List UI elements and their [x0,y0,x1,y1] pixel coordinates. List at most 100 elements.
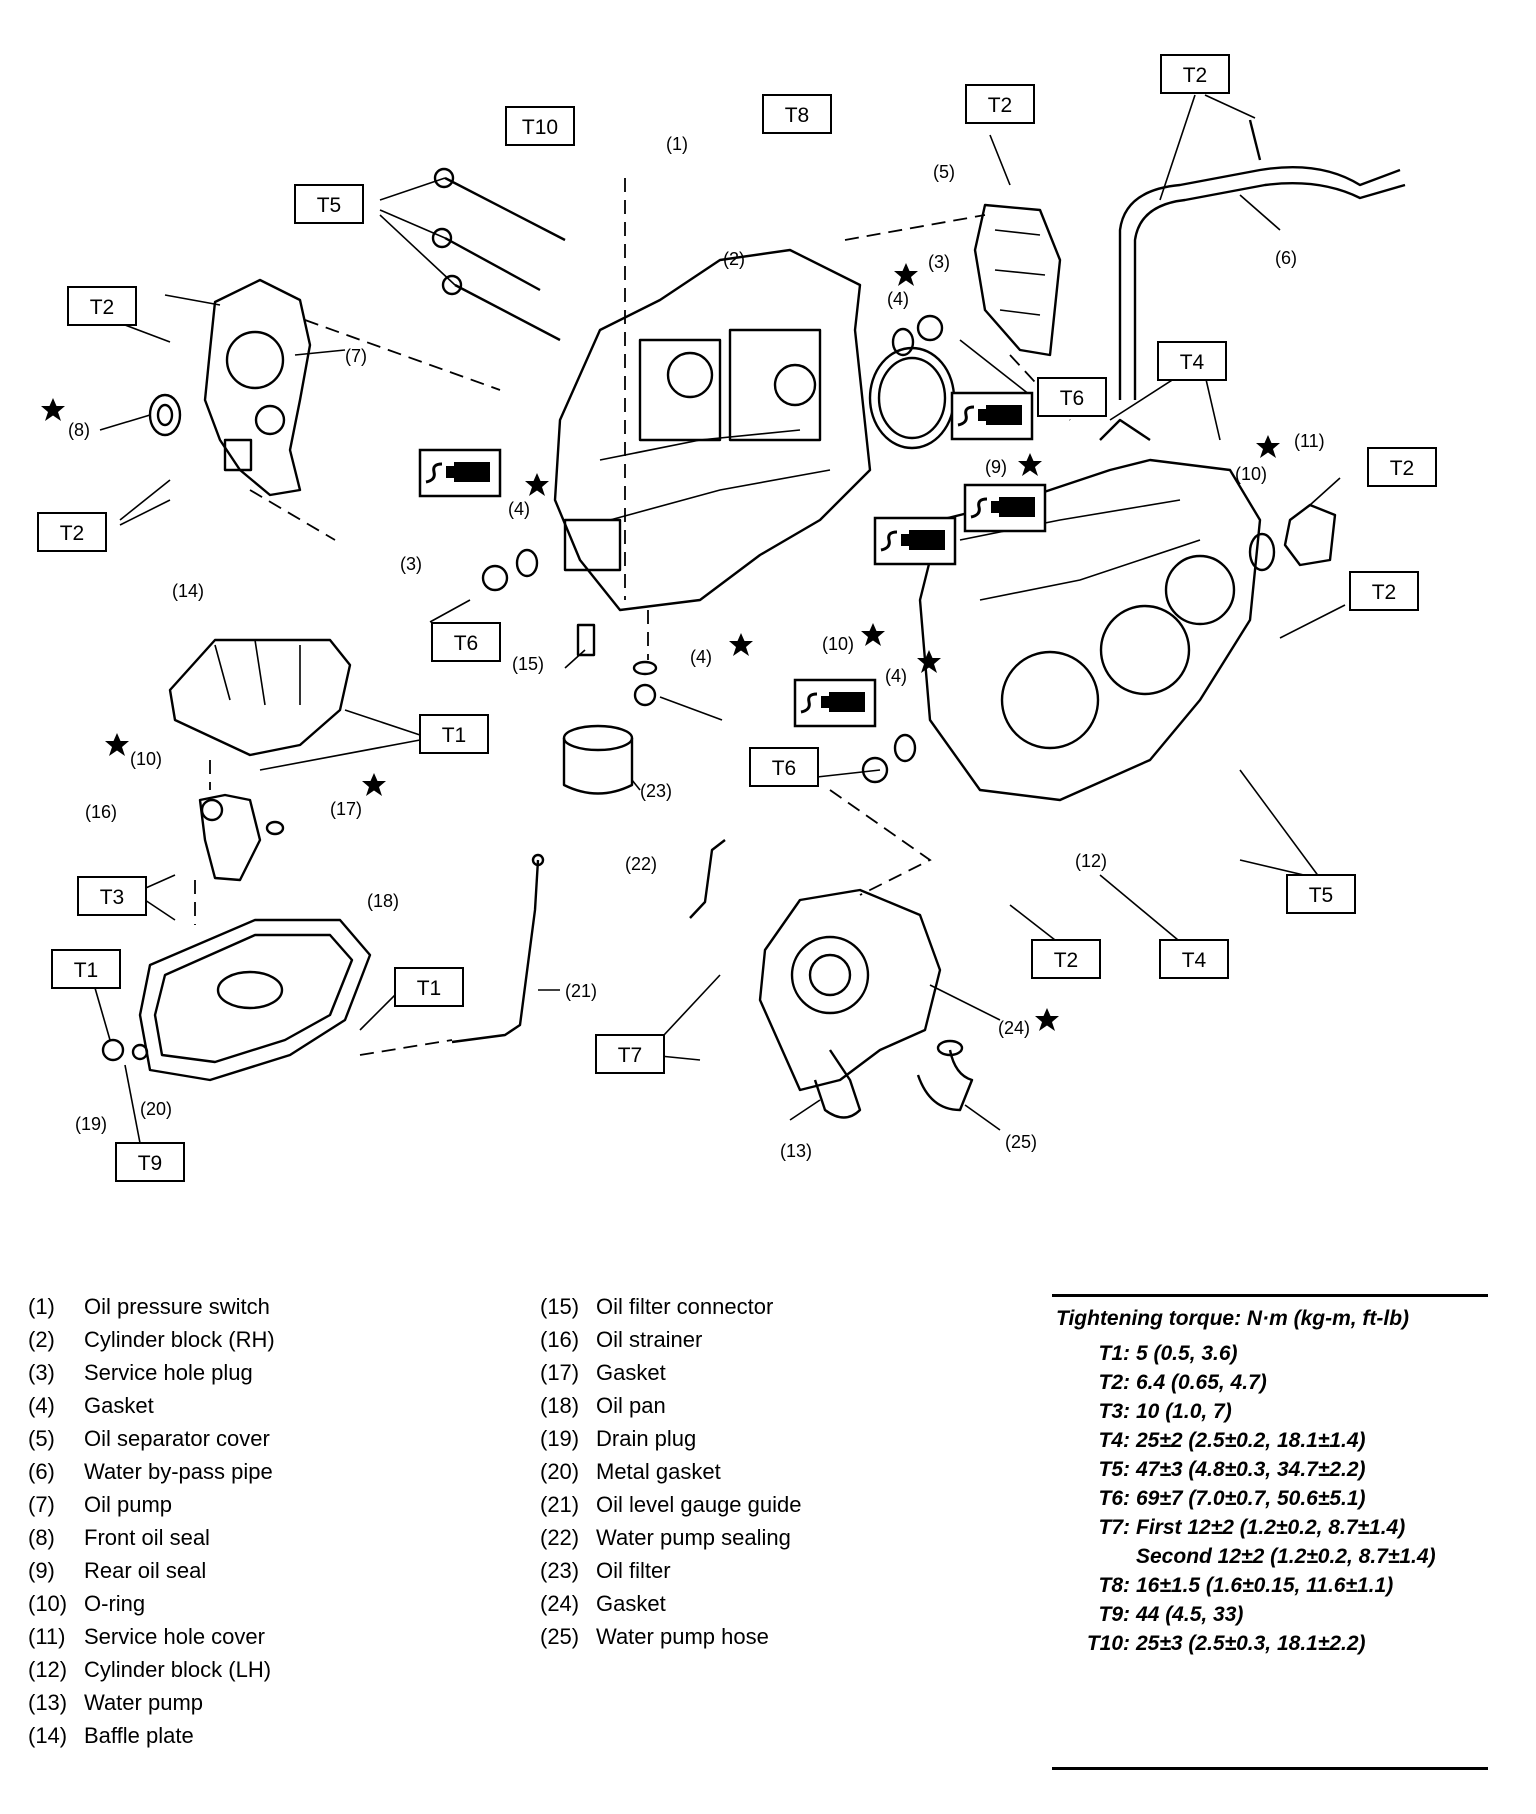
legend-item: (3)Service hole plug [28,1360,253,1385]
legend-item: (13)Water pump [28,1690,204,1715]
legend-item: (2)Cylinder block (RH) [28,1327,275,1352]
assembly-lines [194,178,1071,1056]
callout-17: (17) [330,799,362,819]
legend-item: (20)Metal gasket [540,1459,721,1484]
torque-row: T9:44 (4.5, 33) [1098,1603,1244,1626]
callout-5: (5) [933,162,955,182]
tag-t2-bottom: T2 [1054,949,1079,972]
legend-item: (9)Rear oil seal [28,1558,207,1583]
legend-item: (15)Oil filter connector [540,1294,774,1319]
legend-item: (16)Oil strainer [540,1327,703,1352]
sealant-symbols [418,391,1047,728]
legend-column-left: (1)Oil pressure switch (2)Cylinder block… [28,1290,275,1752]
legend-item: (17)Gasket [540,1360,666,1385]
callout-7: (7) [345,346,367,366]
water-pump-hose-part [916,1039,974,1112]
leader-lines [94,94,1346,1144]
callout-9: (9) [985,457,1007,477]
torque-row: T5:47±3 (4.8±0.3, 34.7±2.2) [1098,1458,1366,1481]
callout-10-right: (10) [1235,464,1267,484]
tag-t10: T10 [522,116,558,139]
torque-title: Tightening torque: N·m (kg-m, ft-lb) [1056,1307,1410,1330]
cylinder-block-lh-part [918,418,1262,802]
callout-19: (19) [75,1114,107,1134]
callout-13: (13) [780,1141,812,1161]
tag-t2-pump-top: T2 [90,296,115,319]
tag-t4-bottom: T4 [1182,949,1207,972]
tag-t1-pan-right: T1 [417,977,442,1000]
legend-item: (10)O-ring [28,1591,146,1616]
legend-item: (21)Oil level gauge guide [540,1492,802,1517]
torque-row: T8:16±1.5 (1.6±0.15, 11.6±1.1) [1098,1574,1394,1597]
baffle-plate-part [168,638,352,757]
legend-item: (19)Drain plug [540,1426,697,1451]
torque-row: T6:69±7 (7.0±0.7, 50.6±5.1) [1098,1487,1366,1510]
t5-bolts [431,167,566,342]
tag-t4-top: T4 [1180,351,1205,374]
tag-t5-top: T5 [317,194,342,217]
callout-25: (25) [1005,1132,1037,1152]
callout-4-top: (4) [887,289,909,309]
legend-item: (1)Oil pressure switch [28,1294,270,1319]
callout-23: (23) [640,781,672,801]
callout-3-right: (3) [928,252,950,272]
callout-10-baffle: (10) [130,749,162,769]
legend-item: (14)Baffle plate [28,1723,194,1748]
tag-t1-baffle: T1 [442,724,467,747]
oil-separator-cover-part [973,203,1062,357]
oil-level-gauge-guide-part [451,853,545,1044]
legend-item: (12)Cylinder block (LH) [28,1657,272,1682]
callout-21: (21) [565,981,597,1001]
legend-item: (18)Oil pan [540,1393,666,1418]
tag-t1-pan-left: T1 [74,959,99,982]
callout-22: (22) [625,854,657,874]
water-pump-part [758,888,942,1119]
legend-item: (24)Gasket [540,1591,666,1616]
tag-t2-pipe: T2 [1183,64,1208,87]
legend-item: (22)Water pump sealing [540,1525,791,1550]
service-hole-cover-part [1248,503,1337,572]
oil-pump-part [164,278,312,497]
legend-item: (5)Oil separator cover [28,1426,270,1451]
tag-t3: T3 [100,886,125,909]
torque-row: T1:5 (0.5, 3.6) [1098,1342,1238,1365]
legend-item: (11)Service hole cover [28,1624,265,1649]
legend-item: (25)Water pump hose [540,1624,769,1649]
legend-item: (7)Oil pump [28,1492,173,1517]
water-pump-sealing-part [689,839,726,919]
torque-row: T3:10 (1.0, 7) [1098,1400,1232,1423]
callout-3-left: (3) [400,554,422,574]
callout-1: (1) [666,134,688,154]
torque-row: T4:25±2 (2.5±0.2, 18.1±1.4) [1098,1429,1366,1452]
tag-t7: T7 [618,1044,643,1067]
tag-t6-bottom: T6 [772,757,797,780]
callout-18: (18) [367,891,399,911]
legend-item: (4)Gasket [28,1393,154,1418]
legend-item: (6)Water by-pass pipe [28,1459,273,1484]
exploded-engine-diagram: T10 T8 T5 T2 T2 T2 T2 T6 T4 T2 T2 T6 T6 … [37,54,1437,1182]
callout-4-right: (4) [885,666,907,686]
tag-t2-service-cover: T2 [1390,457,1415,480]
legend-item: (23)Oil filter [540,1558,671,1583]
callout-20: (20) [140,1099,172,1119]
callout-4-left: (4) [508,499,530,519]
drain-plug-part [101,1038,149,1062]
callout-11: (11) [1294,431,1325,451]
callout-2: (2) [723,249,745,269]
callout-24: (24) [998,1018,1030,1038]
callout-16: (16) [85,802,117,822]
torque-tags: T10 T8 T5 T2 T2 T2 T2 T6 T4 T2 T2 T6 T6 … [37,54,1437,1182]
tag-t9: T9 [138,1152,163,1175]
tag-t6-top: T6 [1060,387,1085,410]
tag-t2-block: T2 [1372,581,1397,604]
callout-8: (8) [68,420,90,440]
tag-t5-bottom: T5 [1309,884,1334,907]
oil-pan-part [138,918,372,1082]
callout-10-block: (10) [822,634,854,654]
oil-filter-part [562,623,634,795]
front-oil-seal-part [148,393,182,437]
water-bypass-pipe-part [1118,119,1406,400]
torque-row: T2:6.4 (0.65, 4.7) [1098,1371,1267,1394]
oil-strainer-part [198,793,285,882]
tag-t6-left: T6 [454,632,479,655]
